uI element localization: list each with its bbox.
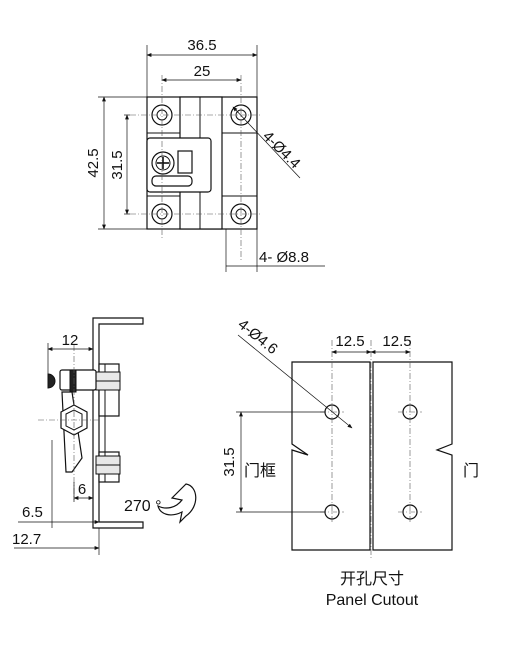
cutout-frame-panel (291, 361, 371, 551)
dim-right-spacing: 12.5 (382, 333, 411, 350)
dim-hole-spacing-x: 25 (194, 63, 211, 80)
dim-cutout-holes: 4-Ø4.6 (234, 316, 280, 358)
dim-vertical-spacing: 31.5 (221, 447, 238, 476)
panel-cutout: 4-Ø4.6 12.5 12.5 31.5 门框 门 开孔尺寸 Panel Cu… (221, 316, 479, 609)
side-view-frame-bracket (92, 317, 144, 529)
dim-mount-holes: 4-Ø4.4 (259, 128, 303, 172)
label-door-frame: 门框 (244, 462, 276, 480)
dim-hole-spacing-y: 31.5 (109, 150, 126, 179)
cutout-door-panel (372, 361, 453, 551)
dim-left-spacing: 12.5 (335, 333, 364, 350)
caption-cn: 开孔尺寸 (340, 570, 404, 588)
dim-base-offset: 6.5 (22, 504, 43, 521)
caption-en: Panel Cutout (326, 592, 419, 609)
front-view: 36.5 25 42.5 31.5 4-Ø4.4 4- Ø8.8 (85, 37, 325, 272)
dim-top-offset: 12 (62, 332, 79, 349)
label-door: 门 (463, 462, 479, 480)
dim-overall-width: 36.5 (187, 37, 216, 54)
rotation-angle-label: 270 ° (124, 498, 162, 515)
dim-leaf-offset: 6 (78, 481, 86, 498)
dim-overall-height: 42.5 (85, 148, 102, 177)
dim-total-depth: 12.7 (12, 531, 41, 548)
rotation-arrow-icon (157, 483, 197, 524)
side-view: 12 6 6.5 12.7 270 ° (12, 317, 197, 555)
dim-counterbore: 4- Ø8.8 (259, 249, 309, 266)
